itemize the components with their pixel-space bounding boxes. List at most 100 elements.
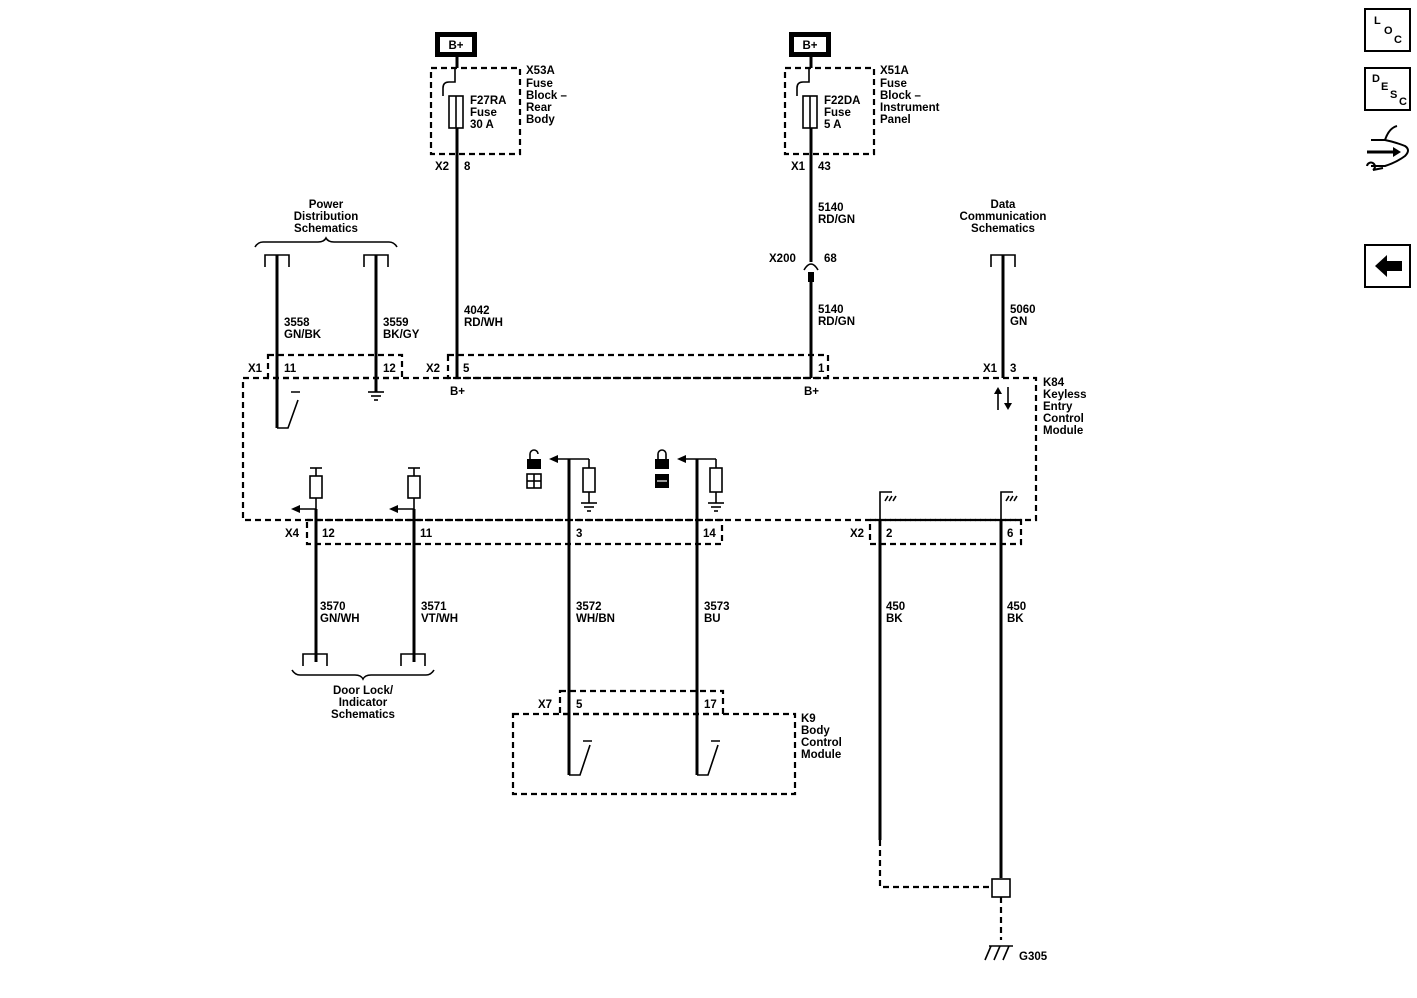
k84-x4-pin-12: 12 xyxy=(322,528,335,540)
k84-x2b-pin-2: 2 xyxy=(886,528,892,540)
unlock-icon xyxy=(526,449,542,489)
fuse-block-x51a-name-3: Instrument xyxy=(880,102,940,114)
fuse-block-x53a-pin: 8 xyxy=(464,161,471,173)
location-button[interactable]: L O C xyxy=(1364,8,1411,52)
b-plus-label: B+ xyxy=(448,40,463,52)
connector-view-icon-graphic xyxy=(1366,125,1409,171)
wire-3571: 3571 VT/WH xyxy=(412,509,458,662)
wire-3570-color: GN/WH xyxy=(320,613,360,625)
k84-name-4: Control xyxy=(1043,413,1084,425)
wire-3559-color: BK/GY xyxy=(383,329,420,341)
fuse-block-x51a-id: X51A xyxy=(880,65,909,77)
k84-module-boundary xyxy=(241,376,1038,522)
power-dist-line-2: Distribution xyxy=(294,211,359,223)
wire-5140: 5140 RD/GN X200 68 5140 RD/GN xyxy=(769,128,855,378)
wire-450b-color: BK xyxy=(1007,613,1024,625)
wire-450a-color: BK xyxy=(886,613,903,625)
module-ground-pin6 xyxy=(1000,491,1018,520)
wire-5140b-color: RD/GN xyxy=(818,316,855,328)
fuse-f27ra-id: F27RA xyxy=(470,95,506,107)
power-distribution-reference[interactable]: Power Distribution Schematics xyxy=(254,199,398,267)
k84-x2b-label: X2 xyxy=(850,528,864,540)
fuse-block-x51a-pin: 43 xyxy=(818,161,831,173)
location-letter-o: O xyxy=(1384,25,1393,37)
fuse-block-x53a-name-1: Fuse xyxy=(526,78,553,90)
wire-450a-num: 450 xyxy=(886,601,905,613)
k9-name-1: K9 xyxy=(801,713,816,725)
connector-view-icon[interactable] xyxy=(1363,122,1415,176)
chassis-ground-icon xyxy=(984,945,1013,961)
k9-module-boundary xyxy=(511,712,797,796)
wire-4042-num: 4042 xyxy=(464,305,490,317)
back-arrow-icon xyxy=(1375,255,1402,277)
k9-name-2: Body xyxy=(801,725,830,737)
fuse-block-x53a-name-2: Block – xyxy=(526,90,568,102)
output-driver-pin11 xyxy=(389,467,421,513)
wire-3558: 3558 GN/BK xyxy=(275,255,322,428)
k84-x2-label: X2 xyxy=(426,363,440,375)
door-lock-line-3: Schematics xyxy=(331,709,395,721)
k84-x2b-pin-6: 6 xyxy=(1007,528,1013,540)
door-lock-line-2: Indicator xyxy=(339,697,388,709)
fuse-f27ra-rating: 30 A xyxy=(470,119,494,131)
ground-icon xyxy=(368,391,384,401)
b-plus-right-box: B+ xyxy=(789,32,831,57)
wire-3571-color: VT/WH xyxy=(421,613,458,625)
wire-3573-color: BU xyxy=(704,613,721,625)
fuse-block-x51a-name-4: Panel xyxy=(880,114,911,126)
wire-5060-color: GN xyxy=(1010,316,1027,328)
wire-3571-num: 3571 xyxy=(421,601,447,613)
k84-x1b-label: X1 xyxy=(983,363,998,375)
data-comm-line-2: Communication xyxy=(960,211,1047,223)
k84-x2-pin-1: 1 xyxy=(818,363,825,375)
door-lock-reference[interactable]: Door Lock/ Indicator Schematics xyxy=(291,653,435,721)
fuse-block-x53a-connector: X2 xyxy=(435,161,449,173)
k84-name-2: Keyless xyxy=(1043,389,1086,401)
wire-3573: 3573 BU xyxy=(695,459,730,775)
fuse-f27ra-word: Fuse xyxy=(470,107,497,119)
power-dist-line-1: Power xyxy=(309,199,344,211)
description-button[interactable]: D E S C xyxy=(1364,67,1411,111)
k84-module: X1 11 12 X2 5 1 X1 3 B+ B+ K84 Keyless E… xyxy=(241,353,1086,546)
back-button[interactable] xyxy=(1364,244,1411,288)
data-communication-reference[interactable]: Data Communication Schematics xyxy=(960,199,1047,267)
location-letter-l: L xyxy=(1374,15,1381,27)
k84-x1-pin-11: 11 xyxy=(284,363,297,375)
fuse-block-x51a-name-1: Fuse xyxy=(880,78,907,90)
k84-name-1: K84 xyxy=(1043,377,1065,389)
switch-icon xyxy=(277,391,300,429)
switch-icon xyxy=(697,740,720,776)
lock-icon xyxy=(655,449,669,488)
k9-x7-pin-5: 5 xyxy=(576,699,583,711)
description-letter-d: D xyxy=(1372,73,1380,85)
k84-name-3: Entry xyxy=(1043,401,1073,413)
fuse-f22da-id: F22DA xyxy=(824,95,860,107)
k84-x4-pin-11: 11 xyxy=(420,528,433,540)
fuse-block-x53a-id: X53A xyxy=(526,65,555,77)
inline-connector-icon xyxy=(803,263,819,271)
wire-3559-num: 3559 xyxy=(383,317,409,329)
k84-x2-pin-5: 5 xyxy=(463,363,470,375)
wire-5060-num: 5060 xyxy=(1010,304,1036,316)
b-plus-label-right: B+ xyxy=(802,40,817,52)
wire-3570: 3570 GN/WH xyxy=(314,509,360,662)
wire-450b-num: 450 xyxy=(1007,601,1026,613)
k9-x7-pin-17: 17 xyxy=(704,699,717,711)
fuse-block-x51a-name-2: Block – xyxy=(880,90,922,102)
lock-input-pin14 xyxy=(655,449,724,512)
k84-x1-label: X1 xyxy=(248,363,263,375)
k9-x7-label: X7 xyxy=(538,699,552,711)
description-letter-s: S xyxy=(1390,89,1398,101)
fuse-block-rear-body: F27RA Fuse 30 A X53A Fuse Block – Rear B… xyxy=(429,57,568,173)
fuse-block-x53a-name-3: Rear xyxy=(526,102,552,114)
power-dist-line-3: Schematics xyxy=(294,223,358,235)
k84-x4-pin-14: 14 xyxy=(703,528,716,540)
wire-3572: 3572 WH/BN xyxy=(567,459,615,775)
wire-3570-num: 3570 xyxy=(320,601,346,613)
data-comm-line-1: Data xyxy=(991,199,1017,211)
door-lock-line-1: Door Lock/ xyxy=(333,685,394,697)
wire-3559: 3559 BK/GY xyxy=(374,255,420,392)
wire-3558-num: 3558 xyxy=(284,317,310,329)
ground-g305: G305 xyxy=(984,878,1048,963)
